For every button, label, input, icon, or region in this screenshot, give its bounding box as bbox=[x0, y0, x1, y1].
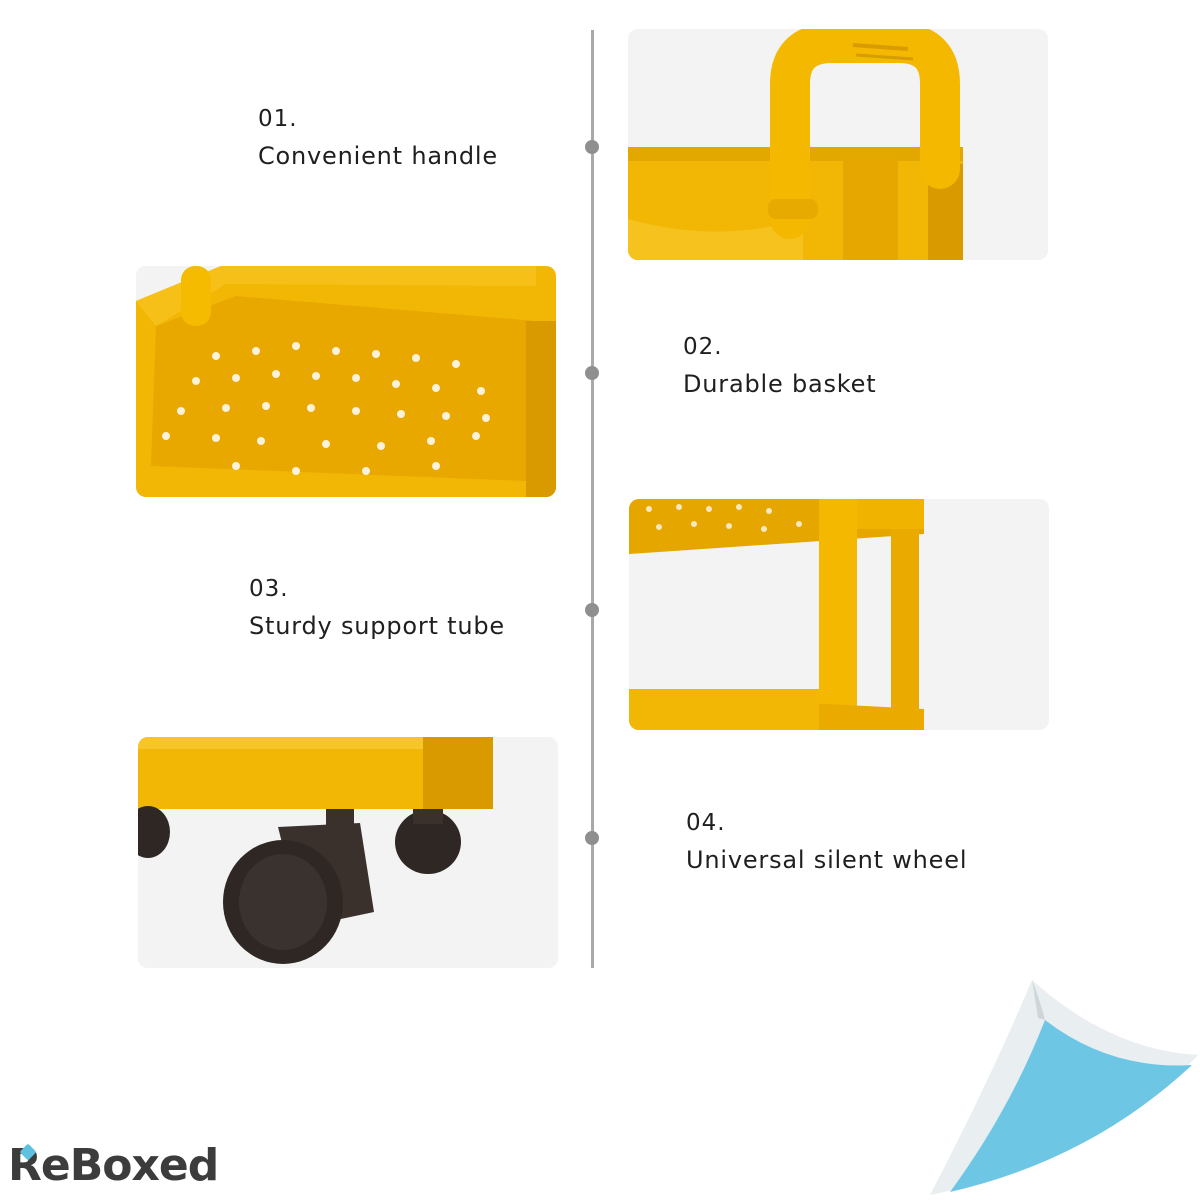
feature-2-number: 02. bbox=[683, 334, 723, 360]
feature-3-caption: 03. Sturdy support tube bbox=[249, 572, 505, 646]
timeline-dot-4 bbox=[585, 831, 599, 845]
timeline-dot-3 bbox=[585, 603, 599, 617]
feature-1-title: Convenient handle bbox=[258, 142, 498, 170]
support-tube-photo bbox=[629, 499, 1049, 730]
handle-photo bbox=[628, 29, 1048, 260]
feature-4-title: Universal silent wheel bbox=[686, 846, 968, 874]
timeline-dot-2 bbox=[585, 366, 599, 380]
timeline-line bbox=[591, 30, 594, 968]
timeline-dot-1 bbox=[585, 140, 599, 154]
page-curl-corner-icon bbox=[930, 980, 1198, 1195]
logo-text: ReBoxed bbox=[8, 1140, 219, 1191]
feature-4-number: 04. bbox=[686, 810, 726, 836]
reboxed-logo: ReBoxed bbox=[8, 1140, 219, 1196]
feature-1-caption: 01. Convenient handle bbox=[258, 102, 498, 176]
feature-3-title: Sturdy support tube bbox=[249, 612, 505, 640]
wheel-photo bbox=[138, 737, 558, 968]
feature-1-number: 01. bbox=[258, 106, 298, 132]
feature-3-number: 03. bbox=[249, 576, 289, 602]
basket-photo bbox=[136, 266, 556, 497]
feature-2-caption: 02. Durable basket bbox=[683, 330, 876, 404]
feature-4-caption: 04. Universal silent wheel bbox=[686, 806, 967, 880]
feature-2-title: Durable basket bbox=[683, 370, 877, 398]
